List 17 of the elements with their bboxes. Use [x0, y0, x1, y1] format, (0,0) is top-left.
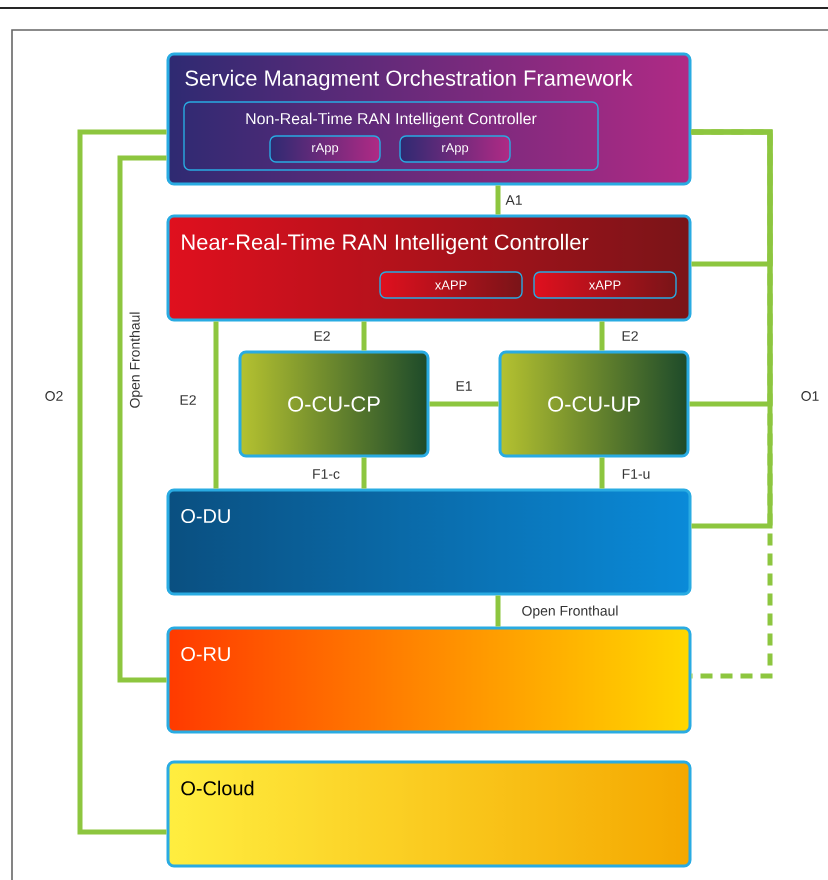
- connector-line: [691, 129, 773, 529]
- connector-line: [213, 321, 219, 489]
- connector-line: [361, 321, 367, 351]
- connector-line: [599, 321, 605, 351]
- connector-line: [599, 457, 605, 489]
- connector-line: [361, 457, 367, 489]
- unit-box: O-CU-CP: [238, 350, 430, 458]
- dashed-connector: [691, 129, 773, 679]
- cloud-box: O-Cloud: [166, 760, 692, 868]
- connector-line: [495, 185, 501, 215]
- connector-line: [77, 129, 167, 835]
- unit-box: O-CU-UP: [498, 350, 690, 458]
- connector-line: [429, 401, 499, 407]
- unit-box: O-RU: [166, 626, 692, 734]
- connector-line: [117, 155, 167, 683]
- connector-line: [495, 595, 501, 627]
- unit-box: O-DU: [166, 488, 692, 596]
